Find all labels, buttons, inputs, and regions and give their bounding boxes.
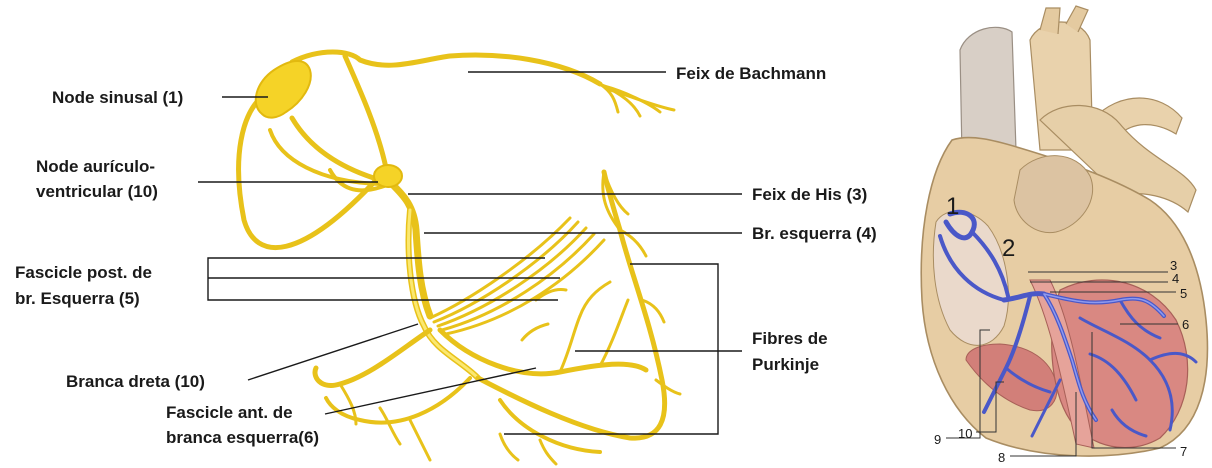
label-anterior-fascicle-line2: branca esquerra(6) [166, 428, 319, 447]
label-posterior-fascicle-line1: Fascicle post. de [15, 263, 152, 282]
heart-label-5: 5 [1180, 286, 1187, 301]
label-anterior-fascicle-line1: Fascicle ant. de [166, 403, 293, 422]
left-labels: Node sinusal (1) Feix de Bachmann Node a… [15, 64, 877, 447]
label-bachmann-bundle: Feix de Bachmann [676, 64, 826, 83]
heart-label-8: 8 [998, 450, 1005, 465]
label-av-node-line2: ventricular (10) [36, 182, 158, 201]
heart-illustration [921, 6, 1207, 456]
label-posterior-fascicle-line2: br. Esquerra (5) [15, 289, 140, 308]
heart-label-6: 6 [1182, 317, 1189, 332]
av-node [374, 165, 402, 187]
sinus-node [256, 61, 311, 118]
label-av-node-line1: Node aurículo- [36, 157, 155, 176]
label-purkinje-line1: Fibres de [752, 329, 828, 348]
label-right-branch: Branca dreta (10) [66, 372, 205, 391]
label-purkinje-line2: Purkinje [752, 355, 819, 374]
heart-label-2: 2 [1002, 235, 1015, 262]
label-sinus-node: Node sinusal (1) [52, 88, 183, 107]
heart-label-9: 9 [934, 432, 941, 447]
label-his-bundle: Feix de His (3) [752, 185, 867, 204]
heart-label-7: 7 [1180, 444, 1187, 459]
label-left-branch: Br. esquerra (4) [752, 224, 877, 243]
superior-vena-cava [960, 27, 1016, 156]
heart-label-4: 4 [1172, 271, 1179, 286]
heart-label-1: 1 [946, 193, 959, 220]
heart-label-10: 10 [958, 426, 972, 441]
